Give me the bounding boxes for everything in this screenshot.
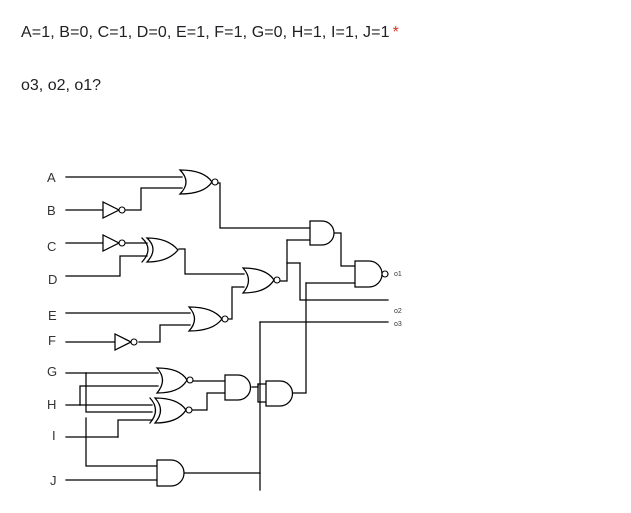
input-label-h: H: [47, 397, 56, 412]
input-label-i: I: [52, 428, 56, 443]
input-label-d: D: [48, 272, 57, 287]
input-label-f: F: [48, 333, 56, 348]
question-title-text: A=1, B=0, C=1, D=0, E=1, F=1, G=0, H=1, …: [21, 24, 390, 41]
question-title: A=1, B=0, C=1, D=0, E=1, F=1, G=0, H=1, …: [21, 24, 399, 42]
input-label-c: C: [47, 239, 56, 254]
input-label-j: J: [50, 473, 57, 488]
input-label-b: B: [47, 203, 56, 218]
output-label-o1: o1: [394, 271, 402, 278]
question-subtitle: o3, o2, o1?: [21, 77, 102, 94]
output-label-o2: o2: [394, 308, 402, 315]
input-label-e: E: [48, 308, 57, 323]
output-label-o3: o3: [394, 321, 402, 328]
input-label-a: A: [47, 170, 56, 185]
circuit-gates: [102, 169, 389, 487]
circuit-wires: [65, 176, 389, 491]
input-label-g: G: [47, 364, 57, 379]
required-asterisk: *: [392, 24, 399, 41]
